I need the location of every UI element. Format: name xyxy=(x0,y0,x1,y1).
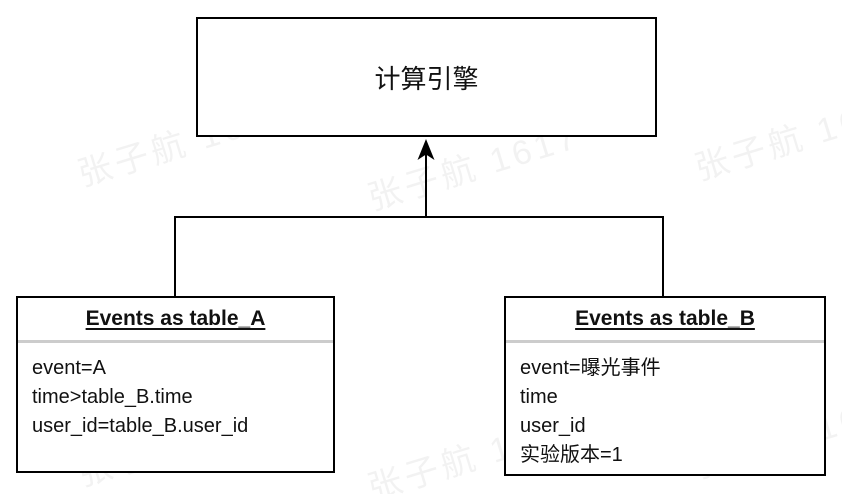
table-row: 实验版本=1 xyxy=(520,444,623,466)
table-b-box: Events as table_B event=曝光事件 time user_i… xyxy=(504,296,826,476)
table-row: event=A xyxy=(32,357,106,379)
table-a-title: Events as table_A xyxy=(18,298,333,343)
table-b-title: Events as table_B xyxy=(506,298,824,343)
table-a-body: event=A time>table_B.time user_id=table_… xyxy=(18,343,333,471)
table-row: time xyxy=(520,386,558,408)
table-row: user_id=table_B.user_id xyxy=(32,415,249,437)
table-a-box: Events as table_A event=A time>table_B.t… xyxy=(16,296,335,473)
table-row: user_id xyxy=(520,415,586,437)
table-b-body: event=曝光事件 time user_id 实验版本=1 xyxy=(506,343,824,474)
arrow-head-icon xyxy=(417,139,435,160)
table-row: time>table_B.time xyxy=(32,386,193,408)
engine-box: 计算引擎 xyxy=(196,17,657,137)
engine-box-label: 计算引擎 xyxy=(374,63,479,94)
table-row: event=曝光事件 xyxy=(520,357,661,379)
